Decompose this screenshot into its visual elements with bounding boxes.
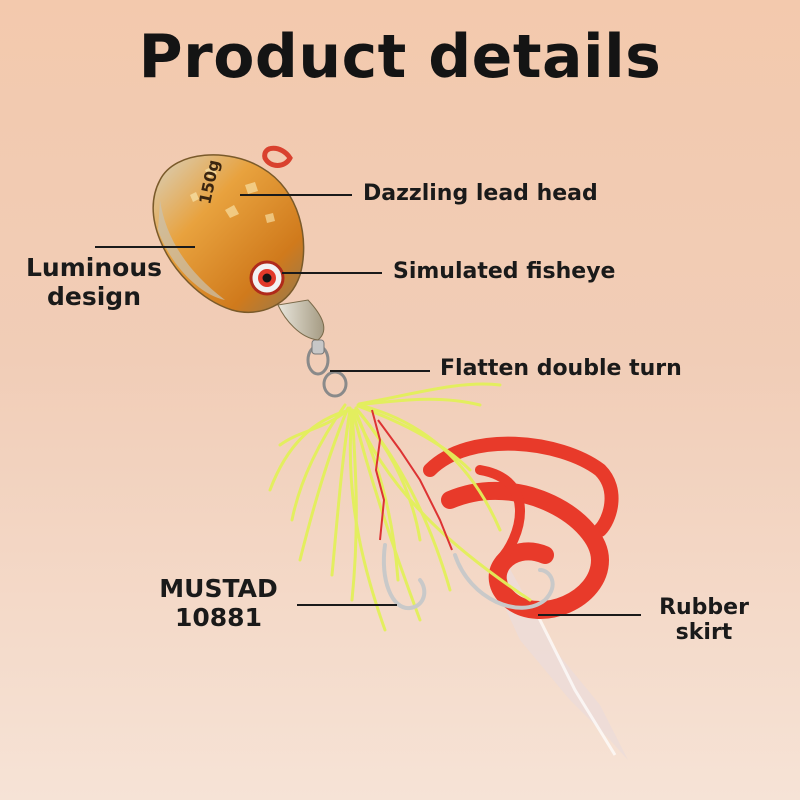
skirt-line-2: skirt bbox=[675, 620, 733, 645]
hook-leader bbox=[297, 604, 397, 606]
luminous-label: Luminous design bbox=[26, 253, 162, 311]
double-turn-label: Flatten double turn bbox=[440, 356, 682, 381]
skirt-leader bbox=[538, 614, 641, 616]
luminous-line-1: Luminous bbox=[26, 253, 162, 282]
rubber-skirt bbox=[423, 436, 619, 619]
page-title: Product details bbox=[138, 22, 662, 92]
hook-line-2: 10881 bbox=[175, 603, 262, 632]
luminous-line-2: design bbox=[47, 282, 141, 311]
skirt-line-1: Rubber bbox=[659, 595, 749, 620]
hook-line-1: MUSTAD bbox=[159, 574, 278, 603]
hooks bbox=[381, 543, 555, 611]
lead-head-label: Dazzling lead head bbox=[363, 181, 598, 206]
silicone-skirt bbox=[268, 382, 532, 632]
lead-head-leader bbox=[240, 194, 352, 196]
skirt-label: Rubber skirt bbox=[650, 595, 758, 645]
fisheye bbox=[249, 260, 285, 296]
lead-head bbox=[152, 154, 305, 314]
fisheye-label: Simulated fisheye bbox=[393, 259, 616, 284]
double-turn-leader bbox=[330, 370, 430, 372]
fisheye-leader bbox=[282, 272, 382, 274]
hook-label: MUSTAD 10881 bbox=[146, 574, 291, 632]
luminous-leader bbox=[95, 246, 195, 248]
